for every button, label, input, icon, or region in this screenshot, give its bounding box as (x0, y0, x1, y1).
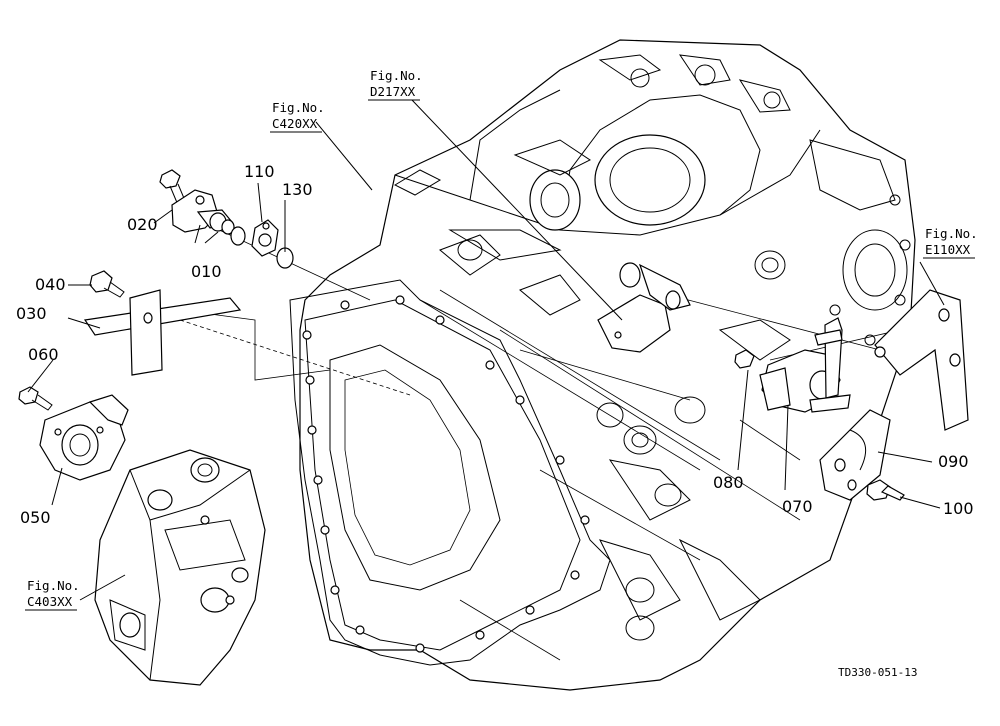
label-part-010: 010 (191, 262, 222, 281)
fig-ref-d217-line1: Fig.No. (370, 68, 423, 83)
label-part-040: 040 (35, 275, 66, 294)
transmission-case (289, 39, 916, 691)
fig-ref-e110: Fig.No. E110XX (923, 226, 978, 259)
label-part-050: 050 (20, 508, 51, 527)
label-part-060: 060 (28, 345, 59, 364)
d217-shaft (597, 262, 691, 353)
fig-ref-c403: Fig.No. C403XX (25, 578, 80, 611)
part-060-bolt (18, 386, 53, 411)
hydraulic-block (94, 449, 266, 686)
part-070-sensor (759, 317, 851, 413)
label-part-020: 020 (127, 215, 158, 234)
fig-ref-d217: Fig.No. D217XX (368, 68, 423, 101)
label-part-080: 080 (713, 473, 744, 492)
label-part-090: 090 (938, 452, 969, 471)
part-050-sensor (39, 394, 129, 481)
label-part-030: 030 (16, 304, 47, 323)
fig-ref-c420-line2: C420XX (272, 116, 318, 131)
fig-ref-c403-line2: C403XX (27, 594, 73, 609)
label-part-110: 110 (244, 162, 275, 181)
part-110-gasket (251, 219, 279, 257)
label-part-130: 130 (282, 180, 313, 199)
label-part-070: 070 (782, 497, 813, 516)
part-e110-bracket (874, 289, 969, 431)
fig-ref-c403-line1: Fig.No. (27, 578, 80, 593)
part-030-plate (83, 289, 242, 376)
part-090-plate (819, 409, 891, 501)
label-leaders (27, 99, 945, 601)
fig-ref-e110-line1: Fig.No. (925, 226, 978, 241)
fig-ref-c420-line1: Fig.No. (272, 100, 325, 115)
label-part-100: 100 (943, 499, 974, 518)
part-080-bolt (734, 349, 755, 369)
part-040-bolt (89, 270, 125, 298)
drawing-code: TD330-051-13 (838, 666, 917, 679)
part-100-bolt (866, 479, 905, 501)
fig-ref-d217-line2: D217XX (370, 84, 416, 99)
part-130-o-ring (230, 226, 294, 269)
fig-ref-e110-line2: E110XX (925, 242, 971, 257)
fig-ref-c420: Fig.No. C420XX (270, 100, 325, 133)
part-010-sensor (171, 189, 235, 235)
